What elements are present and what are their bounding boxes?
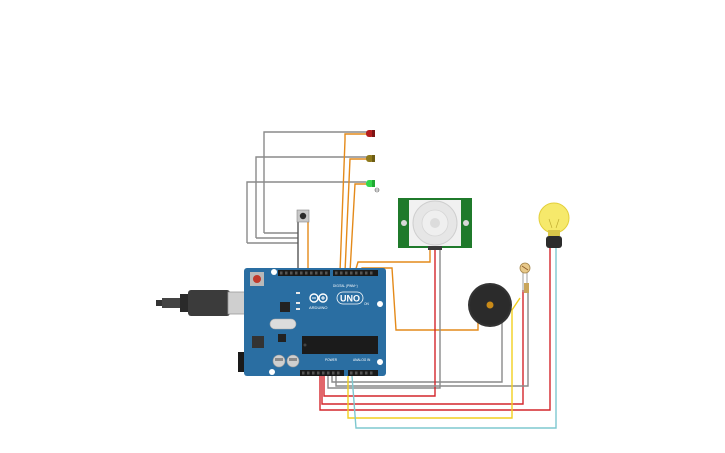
model-label: UNO <box>340 294 360 304</box>
power-label: POWER <box>325 358 338 362</box>
digital-header[interactable] <box>278 270 378 276</box>
wire-gray-led-red[interactable] <box>263 131 368 233</box>
capacitors <box>272 354 300 368</box>
wire-red-bulb[interactable] <box>319 248 551 411</box>
atmega-chip <box>302 336 378 354</box>
wire-yellow-ldr[interactable] <box>347 297 521 419</box>
wire-red-pir-vcc[interactable] <box>323 250 436 397</box>
wire-orange-pir[interactable] <box>354 248 431 273</box>
photoresistor[interactable] <box>519 262 531 293</box>
arduino-logo-icon <box>309 293 328 303</box>
digital-label: DIGITAL (PWM~) <box>333 284 358 288</box>
analog-label: ANALOG IN <box>353 358 371 362</box>
analog-header[interactable] <box>348 370 378 376</box>
wire-orange-led-red[interactable] <box>339 133 374 273</box>
wire-orange-led-green[interactable] <box>349 183 374 273</box>
arduino-board[interactable]: DIGITAL (PWM~) UNO ARDUINO ON <box>244 268 386 376</box>
uno-badge: UNO <box>336 291 364 305</box>
light-bulb[interactable] <box>538 202 570 248</box>
wire-teal-bulb[interactable] <box>351 248 557 429</box>
on-label: ON <box>364 302 369 306</box>
wire-gray-buzzer-gnd[interactable] <box>331 320 503 383</box>
wire-gray-led-green[interactable] <box>246 181 366 243</box>
piezo-buzzer[interactable] <box>468 283 512 327</box>
wire-gray-ldr-gnd[interactable] <box>335 290 529 387</box>
bottom-pins <box>302 371 373 375</box>
wire-gray-bus[interactable] <box>247 232 298 244</box>
led-green[interactable] <box>366 180 375 187</box>
wire-gray-pir-gnd[interactable] <box>327 250 441 389</box>
wire-red-ldr[interactable] <box>321 290 524 405</box>
digital-pins <box>280 271 373 275</box>
wire-gray-led-yellow[interactable] <box>255 156 368 238</box>
brand-label: ARDUINO <box>309 305 327 310</box>
led-red[interactable] <box>366 130 375 137</box>
reset-button[interactable] <box>250 272 264 286</box>
wire-orange-led-yellow[interactable] <box>344 158 374 273</box>
pir-sensor[interactable] <box>398 198 472 250</box>
led-glow-icon <box>374 187 380 193</box>
push-button[interactable] <box>296 209 310 223</box>
led-yellow[interactable] <box>366 155 375 162</box>
